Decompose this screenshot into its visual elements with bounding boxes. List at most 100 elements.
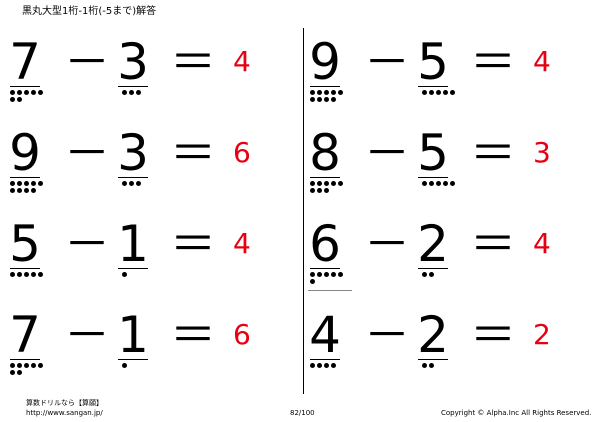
subtrahend-underline bbox=[118, 268, 148, 269]
counting-dot bbox=[338, 272, 343, 277]
copyright: Copyright © Alpha.Inc All Rights Reserve… bbox=[441, 409, 592, 417]
equals-sign: ＝ bbox=[470, 126, 516, 180]
counting-dot bbox=[17, 188, 22, 193]
counting-dot bbox=[10, 363, 15, 368]
subtrahend-dots bbox=[122, 363, 162, 381]
minuend: 9 bbox=[309, 33, 341, 91]
minus-sign: － bbox=[364, 308, 410, 362]
minus-sign: － bbox=[64, 308, 110, 362]
equals-sign: ＝ bbox=[470, 217, 516, 271]
subtrahend-dots bbox=[122, 272, 162, 290]
counting-dot bbox=[429, 90, 434, 95]
minus-sign: － bbox=[64, 35, 110, 89]
counting-dot bbox=[310, 97, 315, 102]
minuend-underline bbox=[310, 177, 340, 178]
subtrahend-dots bbox=[422, 181, 462, 199]
subtrahend-dots bbox=[422, 272, 462, 290]
minuend-underline bbox=[10, 86, 40, 87]
counting-dot bbox=[122, 363, 127, 368]
subtrahend-dots bbox=[122, 90, 162, 108]
subtrahend: 2 bbox=[417, 306, 449, 364]
counting-dot bbox=[10, 272, 15, 277]
counting-dot bbox=[122, 272, 127, 277]
counting-dot bbox=[317, 188, 322, 193]
subtrahend: 1 bbox=[117, 215, 149, 273]
problem-row: 7－3＝4 bbox=[8, 28, 288, 119]
counting-dot bbox=[436, 90, 441, 95]
footer-url[interactable]: http://www.sangan.jp/ bbox=[26, 409, 103, 417]
counting-dot bbox=[310, 272, 315, 277]
counting-dot bbox=[317, 181, 322, 186]
counting-dot bbox=[31, 363, 36, 368]
counting-dot bbox=[310, 279, 315, 284]
counting-dot bbox=[136, 181, 141, 186]
counting-dot bbox=[17, 370, 22, 375]
subtrahend-underline bbox=[118, 359, 148, 360]
minuend-dots bbox=[310, 363, 350, 381]
counting-dot bbox=[10, 181, 15, 186]
counting-dot bbox=[31, 188, 36, 193]
counting-dot bbox=[310, 363, 315, 368]
minuend-dots bbox=[10, 181, 50, 199]
counting-dot bbox=[422, 363, 427, 368]
subtrahend-underline bbox=[418, 86, 448, 87]
problem-row: 8－5＝3 bbox=[308, 119, 588, 210]
counting-dot bbox=[450, 90, 455, 95]
guide-line bbox=[308, 290, 352, 291]
counting-dot bbox=[38, 272, 43, 277]
counting-dot bbox=[429, 181, 434, 186]
counting-dot bbox=[331, 363, 336, 368]
answer: 2 bbox=[533, 318, 551, 351]
minuend: 4 bbox=[309, 306, 341, 364]
counting-dot bbox=[429, 363, 434, 368]
equals-sign: ＝ bbox=[470, 35, 516, 89]
counting-dot bbox=[10, 97, 15, 102]
problem-row: 7－1＝6 bbox=[8, 301, 288, 392]
counting-dot bbox=[38, 90, 43, 95]
counting-dot bbox=[31, 272, 36, 277]
counting-dot bbox=[317, 272, 322, 277]
subtrahend-dots bbox=[422, 90, 462, 108]
counting-dot bbox=[38, 363, 43, 368]
minuend-underline bbox=[10, 359, 40, 360]
counting-dot bbox=[310, 181, 315, 186]
counting-dot bbox=[136, 90, 141, 95]
counting-dot bbox=[331, 90, 336, 95]
counting-dot bbox=[317, 97, 322, 102]
minus-sign: － bbox=[364, 126, 410, 180]
problem-row: 9－5＝4 bbox=[308, 28, 588, 119]
counting-dot bbox=[122, 90, 127, 95]
minuend-underline bbox=[10, 177, 40, 178]
subtrahend: 3 bbox=[117, 124, 149, 182]
minuend: 8 bbox=[309, 124, 341, 182]
answer: 4 bbox=[233, 45, 251, 78]
counting-dot bbox=[422, 181, 427, 186]
counting-dot bbox=[331, 272, 336, 277]
counting-dot bbox=[31, 181, 36, 186]
answer: 3 bbox=[533, 136, 551, 169]
minuend-dots bbox=[310, 181, 350, 199]
counting-dot bbox=[24, 363, 29, 368]
problem-row: 6－2＝4 bbox=[308, 210, 588, 301]
minus-sign: － bbox=[364, 217, 410, 271]
subtrahend-underline bbox=[418, 359, 448, 360]
minuend-underline bbox=[310, 86, 340, 87]
counting-dot bbox=[17, 363, 22, 368]
counting-dot bbox=[10, 370, 15, 375]
page-title: 黒丸大型1桁-1桁(-5まで)解答 bbox=[22, 6, 157, 17]
subtrahend-dots bbox=[422, 363, 462, 381]
subtrahend-underline bbox=[118, 86, 148, 87]
equals-sign: ＝ bbox=[170, 217, 216, 271]
minuend-dots bbox=[310, 90, 350, 108]
counting-dot bbox=[331, 97, 336, 102]
subtrahend: 5 bbox=[417, 33, 449, 91]
counting-dot bbox=[24, 188, 29, 193]
problem-row: 9－3＝6 bbox=[8, 119, 288, 210]
answer: 4 bbox=[533, 227, 551, 260]
problem-row: 4－2＝2 bbox=[308, 301, 588, 392]
minuend: 7 bbox=[9, 306, 41, 364]
counting-dot bbox=[24, 90, 29, 95]
counting-dot bbox=[122, 181, 127, 186]
